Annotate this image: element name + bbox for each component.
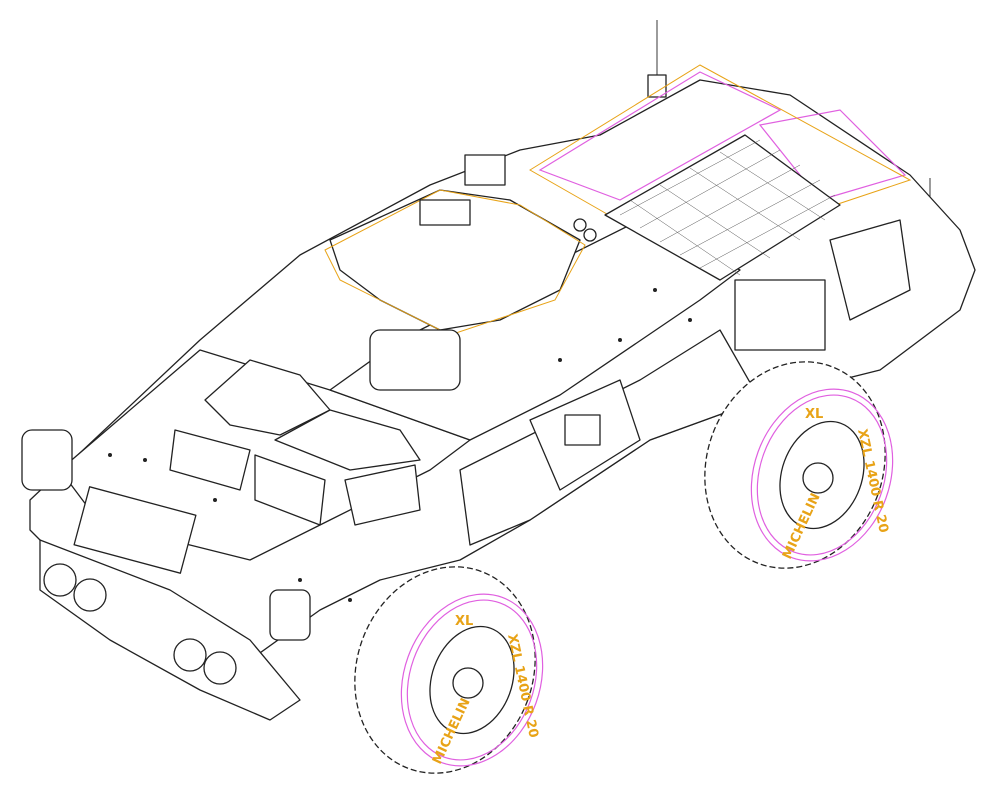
side-door bbox=[529, 219, 911, 491]
front-lights bbox=[21, 429, 311, 685]
tire-mark: XL bbox=[455, 614, 473, 629]
tire-mark: XL bbox=[805, 407, 823, 422]
engine-deck bbox=[529, 64, 912, 281]
rivets bbox=[108, 288, 692, 602]
turret bbox=[324, 154, 597, 391]
antenna-rear-left bbox=[647, 20, 667, 98]
rear-wheel: MICHELIN XZL 1400 R 20 XL bbox=[704, 361, 894, 569]
front-wheel: MICHELIN XZL 1400 R 20 XL bbox=[354, 566, 544, 774]
front-windows bbox=[73, 359, 421, 574]
